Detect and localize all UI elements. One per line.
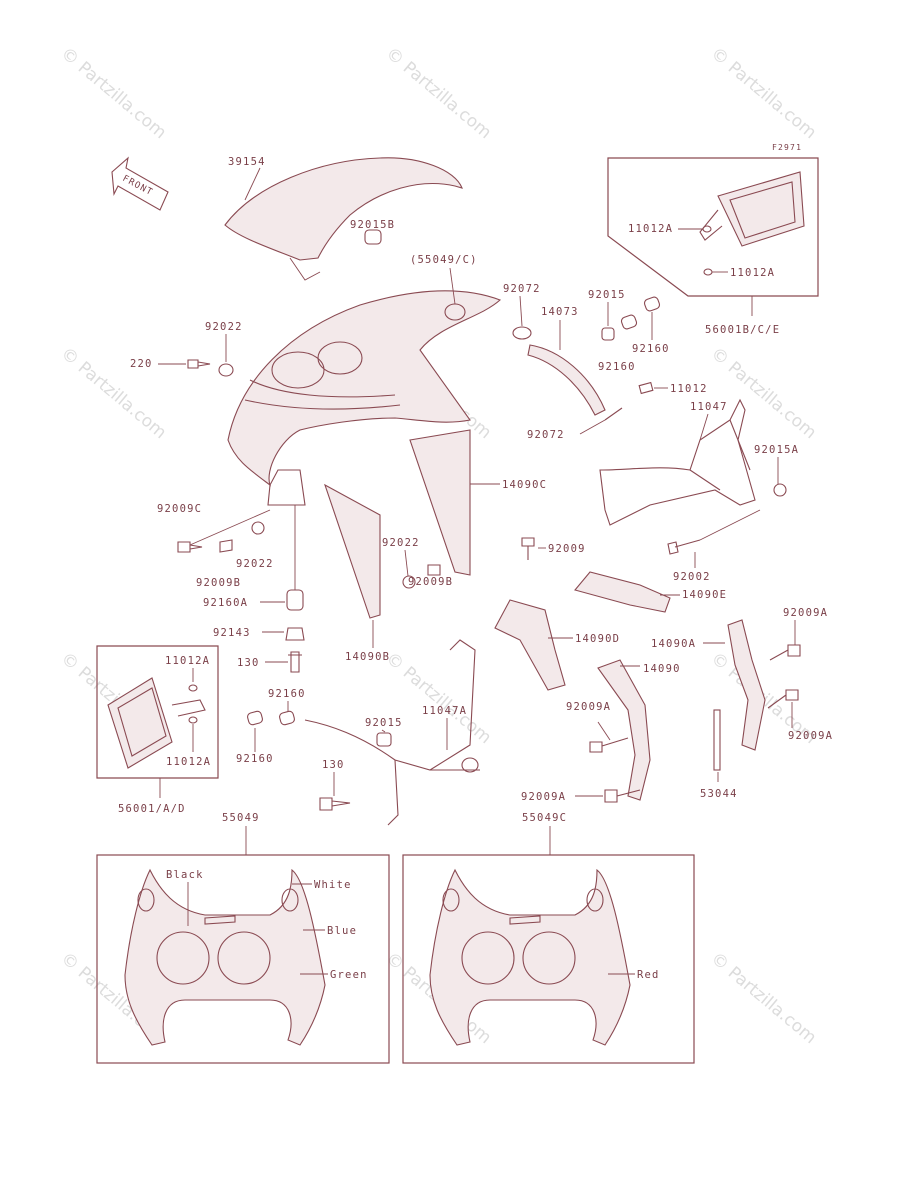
label-92015a: 92015A [754,444,799,456]
label-92009: 92009 [548,543,586,555]
label-55049c-paren: (55049/C) [410,254,478,266]
label-92022: 92022 [236,558,274,570]
watermark: © Partzilla.com [382,44,495,144]
grommet-92072 [512,326,532,340]
label-220: 220 [130,358,153,370]
label-92002: 92002 [673,571,711,583]
label-14090d: 14090D [575,633,620,645]
label-92160: 92160 [632,343,670,355]
grommet-92015b [364,229,382,245]
label-130: 130 [322,759,345,771]
label-92072: 92072 [527,429,565,441]
label-92015: 92015 [365,717,403,729]
label-92009c: 92009C [157,503,202,515]
label-39154: 39154 [228,156,266,168]
label-11012a: 11012A [730,267,775,279]
strip-53044 [713,709,721,771]
label-92009a: 92009A [521,791,566,803]
callout-green: Green [330,969,368,981]
callout-red: Red [637,969,660,981]
callout-white: White [314,879,352,891]
hose-14073 [527,344,606,416]
bracket-14090 [597,659,651,801]
label-14090e: 14090E [682,589,727,601]
watermark: © Partzilla.com [57,44,170,144]
label-11012a: 11012A [165,655,210,667]
mirror-box-top: F2971 11012A 11012A 56001B/C/E [607,143,819,336]
label-92015b: 92015B [350,219,395,231]
label-55049c: 55049C [522,812,567,824]
label-53044: 53044 [700,788,738,800]
panel-14090b [324,483,381,619]
bracket-14090e [574,571,671,613]
label-11012: 11012 [670,383,708,395]
cushion-11012 [638,381,654,395]
callout-black: Black [166,869,204,881]
label-56001a: 56001/A/D [118,803,186,815]
nut-92015 [601,327,615,341]
label-92022: 92022 [382,537,420,549]
label-92009a: 92009A [566,701,611,713]
stay-11047a [304,639,480,826]
upper-cowl [227,290,502,506]
label-92015: 92015 [588,289,626,301]
label-14090c: 14090C [502,479,547,491]
label-55049: 55049 [222,812,260,824]
label-92009b: 92009B [408,576,453,588]
stay-11047 [599,398,756,526]
label-11047a: 11047A [422,705,467,717]
label-56001b: 56001B/C/E [705,324,780,336]
label-92160a: 92160A [203,597,248,609]
label-92072: 92072 [503,283,541,295]
bracket-14090a [727,619,766,751]
front-arrow-icon: FRONT [111,156,169,211]
label-92160: 92160 [236,753,274,765]
watermark: © Partzilla.com [57,344,170,444]
label-92009b: 92009B [196,577,241,589]
watermark: © Partzilla.com [707,344,820,444]
washer-92022 [218,363,234,377]
label-11012a: 11012A [628,223,673,235]
label-14090b: 14090B [345,651,390,663]
bracket-14090d [494,599,566,691]
label-92009a: 92009A [783,607,828,619]
mirror-box-left: 11012A 11012A 56001/A/D [96,645,219,815]
label-92009a: 92009A [788,730,833,742]
damper-92160a [286,589,304,611]
label-92022: 92022 [205,321,243,333]
panel-14090c [409,429,471,576]
figure-code: F2971 [772,143,802,152]
label-92160: 92160 [598,361,636,373]
watermark: © Partzilla.com [382,649,495,749]
label-11047: 11047 [690,401,728,413]
front-label: FRONT [121,174,155,198]
cowl-variant-55049: 55049 Black White Blue Green [96,812,390,1064]
cowl-variant-55049c: 55049C Red [402,812,695,1064]
label-92143: 92143 [213,627,251,639]
label-14090a: 14090A [651,638,696,650]
watermark-layer: © Partzilla.com © Partzilla.com © Partzi… [57,44,820,1049]
label-14090: 14090 [643,663,681,675]
label-130: 130 [237,657,260,669]
callout-blue: Blue [327,925,357,937]
windshield [224,157,463,281]
label-92160: 92160 [268,688,306,700]
watermark: © Partzilla.com [707,44,820,144]
watermark: © Partzilla.com [707,949,820,1049]
label-11012a: 11012A [166,756,211,768]
label-14073: 14073 [541,306,579,318]
